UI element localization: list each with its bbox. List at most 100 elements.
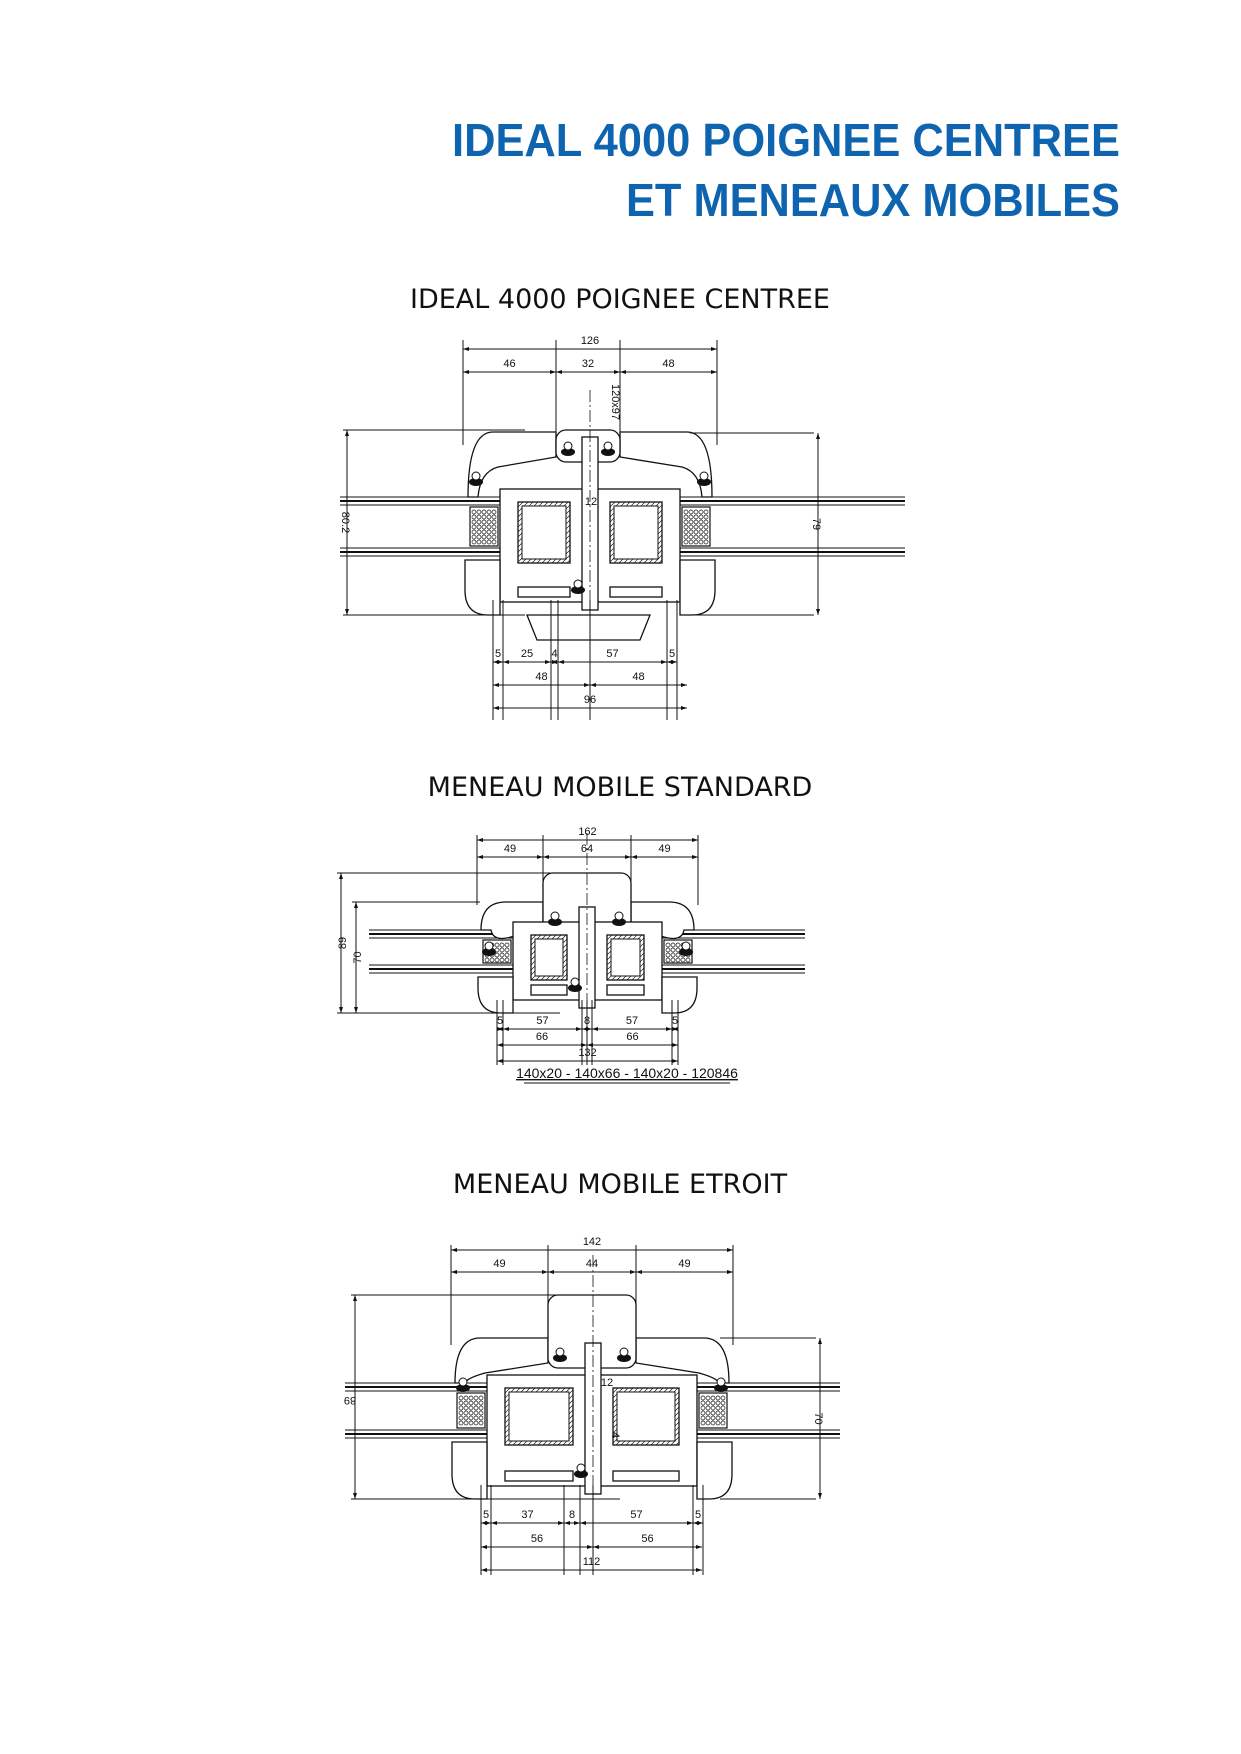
dimension-arrow: [672, 1043, 678, 1047]
desiccant: [688, 524, 694, 530]
dimension-label: 4: [609, 1432, 621, 1438]
desiccant: [675, 942, 681, 948]
desiccant: [468, 1415, 474, 1421]
dimension-label: 96: [584, 694, 596, 706]
desiccant: [486, 514, 492, 520]
desiccant: [698, 539, 704, 545]
hatch: [530, 934, 537, 941]
dimension-label: 49: [658, 843, 670, 855]
dimension-arrow: [696, 1545, 702, 1549]
gasket: [571, 586, 585, 594]
dimension-label: 56: [531, 1533, 543, 1545]
desiccant: [478, 1395, 484, 1401]
desiccant: [720, 1400, 726, 1406]
desiccant: [698, 514, 704, 520]
desiccant: [463, 1420, 469, 1426]
dimension-arrow: [625, 855, 631, 859]
chamber: [609, 586, 663, 598]
gasket-bulb: [716, 1377, 726, 1387]
dimension-arrow: [636, 1270, 642, 1274]
desiccant: [693, 519, 699, 525]
chamber: [606, 984, 645, 996]
desiccant: [693, 539, 699, 545]
dimension-arrow: [586, 1027, 592, 1031]
gasket: [561, 448, 575, 456]
glazing-bead-bottom-right: [661, 976, 698, 1014]
gasket-bulb: [484, 941, 494, 951]
desiccant: [705, 1395, 711, 1401]
dimension-arrow: [580, 1521, 586, 1525]
desiccant: [683, 509, 689, 515]
hatch: [565, 978, 568, 981]
dimension-label: 57: [536, 1015, 548, 1027]
desiccant: [473, 1420, 479, 1426]
dimension-arrow: [687, 1521, 693, 1525]
dimension-label: 8: [569, 1509, 575, 1521]
dimension-arrow: [481, 1568, 487, 1572]
desiccant: [494, 942, 500, 948]
desiccant: [680, 957, 686, 963]
desiccant: [473, 1400, 479, 1406]
desiccant: [458, 1420, 464, 1426]
desiccant: [688, 539, 694, 545]
desiccant: [478, 1420, 484, 1426]
desiccant: [710, 1400, 716, 1406]
desiccant: [463, 1400, 469, 1406]
dimension-label: 49: [493, 1258, 505, 1270]
desiccant: [683, 524, 689, 530]
gasket-bulb: [550, 911, 560, 921]
desiccant: [698, 519, 704, 525]
gasket: [617, 1354, 631, 1362]
desiccant: [486, 524, 492, 530]
dimension-label: 132: [578, 1047, 596, 1059]
height-label: 70: [812, 1412, 824, 1424]
dimension-arrow: [497, 1043, 503, 1047]
desiccant: [478, 1410, 484, 1416]
dimension-arrow: [556, 370, 562, 374]
section-title-poignee-centree: IDEAL 4000 POIGNEE CENTREE: [410, 284, 830, 315]
desiccant: [703, 519, 709, 525]
gasket-bulb: [573, 579, 583, 589]
desiccant: [491, 539, 497, 545]
dimension-label: 5: [695, 1509, 701, 1521]
desiccant: [491, 514, 497, 520]
desiccant: [670, 952, 676, 958]
height-label: 70: [352, 951, 364, 963]
gasket-bulb: [471, 471, 481, 481]
dimension-arrow: [548, 1270, 554, 1274]
dimension-arrow: [558, 660, 564, 664]
desiccant: [720, 1415, 726, 1421]
desiccant: [688, 514, 694, 520]
dimension-label: 112: [583, 1556, 601, 1568]
gasket-bulb: [681, 941, 691, 951]
desiccant: [458, 1400, 464, 1406]
desiccant: [476, 529, 482, 535]
glazing-bead-bottom-right: [696, 1441, 733, 1500]
desiccant: [481, 529, 487, 535]
desiccant: [458, 1405, 464, 1411]
desiccant: [703, 539, 709, 545]
desiccant: [693, 509, 699, 515]
mullion-core: [581, 436, 599, 611]
desiccant: [486, 534, 492, 540]
desiccant: [710, 1395, 716, 1401]
desiccant: [491, 519, 497, 525]
desiccant: [481, 539, 487, 545]
dimension-arrow: [552, 660, 558, 664]
desiccant: [463, 1395, 469, 1401]
dimension-arrow: [711, 347, 717, 351]
desiccant: [683, 539, 689, 545]
dimension-label: 12: [585, 496, 597, 508]
desiccant: [476, 524, 482, 530]
gasket-bulb: [619, 1347, 629, 1357]
dimension-arrow: [593, 1545, 599, 1549]
dimension-arrow: [581, 1043, 587, 1047]
desiccant: [473, 1395, 479, 1401]
desiccant: [693, 534, 699, 540]
height-label: 80.2: [339, 512, 351, 533]
glazing-bead-bottom-left: [451, 1441, 488, 1500]
desiccant: [703, 524, 709, 530]
desiccant: [476, 519, 482, 525]
chamber: [530, 984, 568, 996]
